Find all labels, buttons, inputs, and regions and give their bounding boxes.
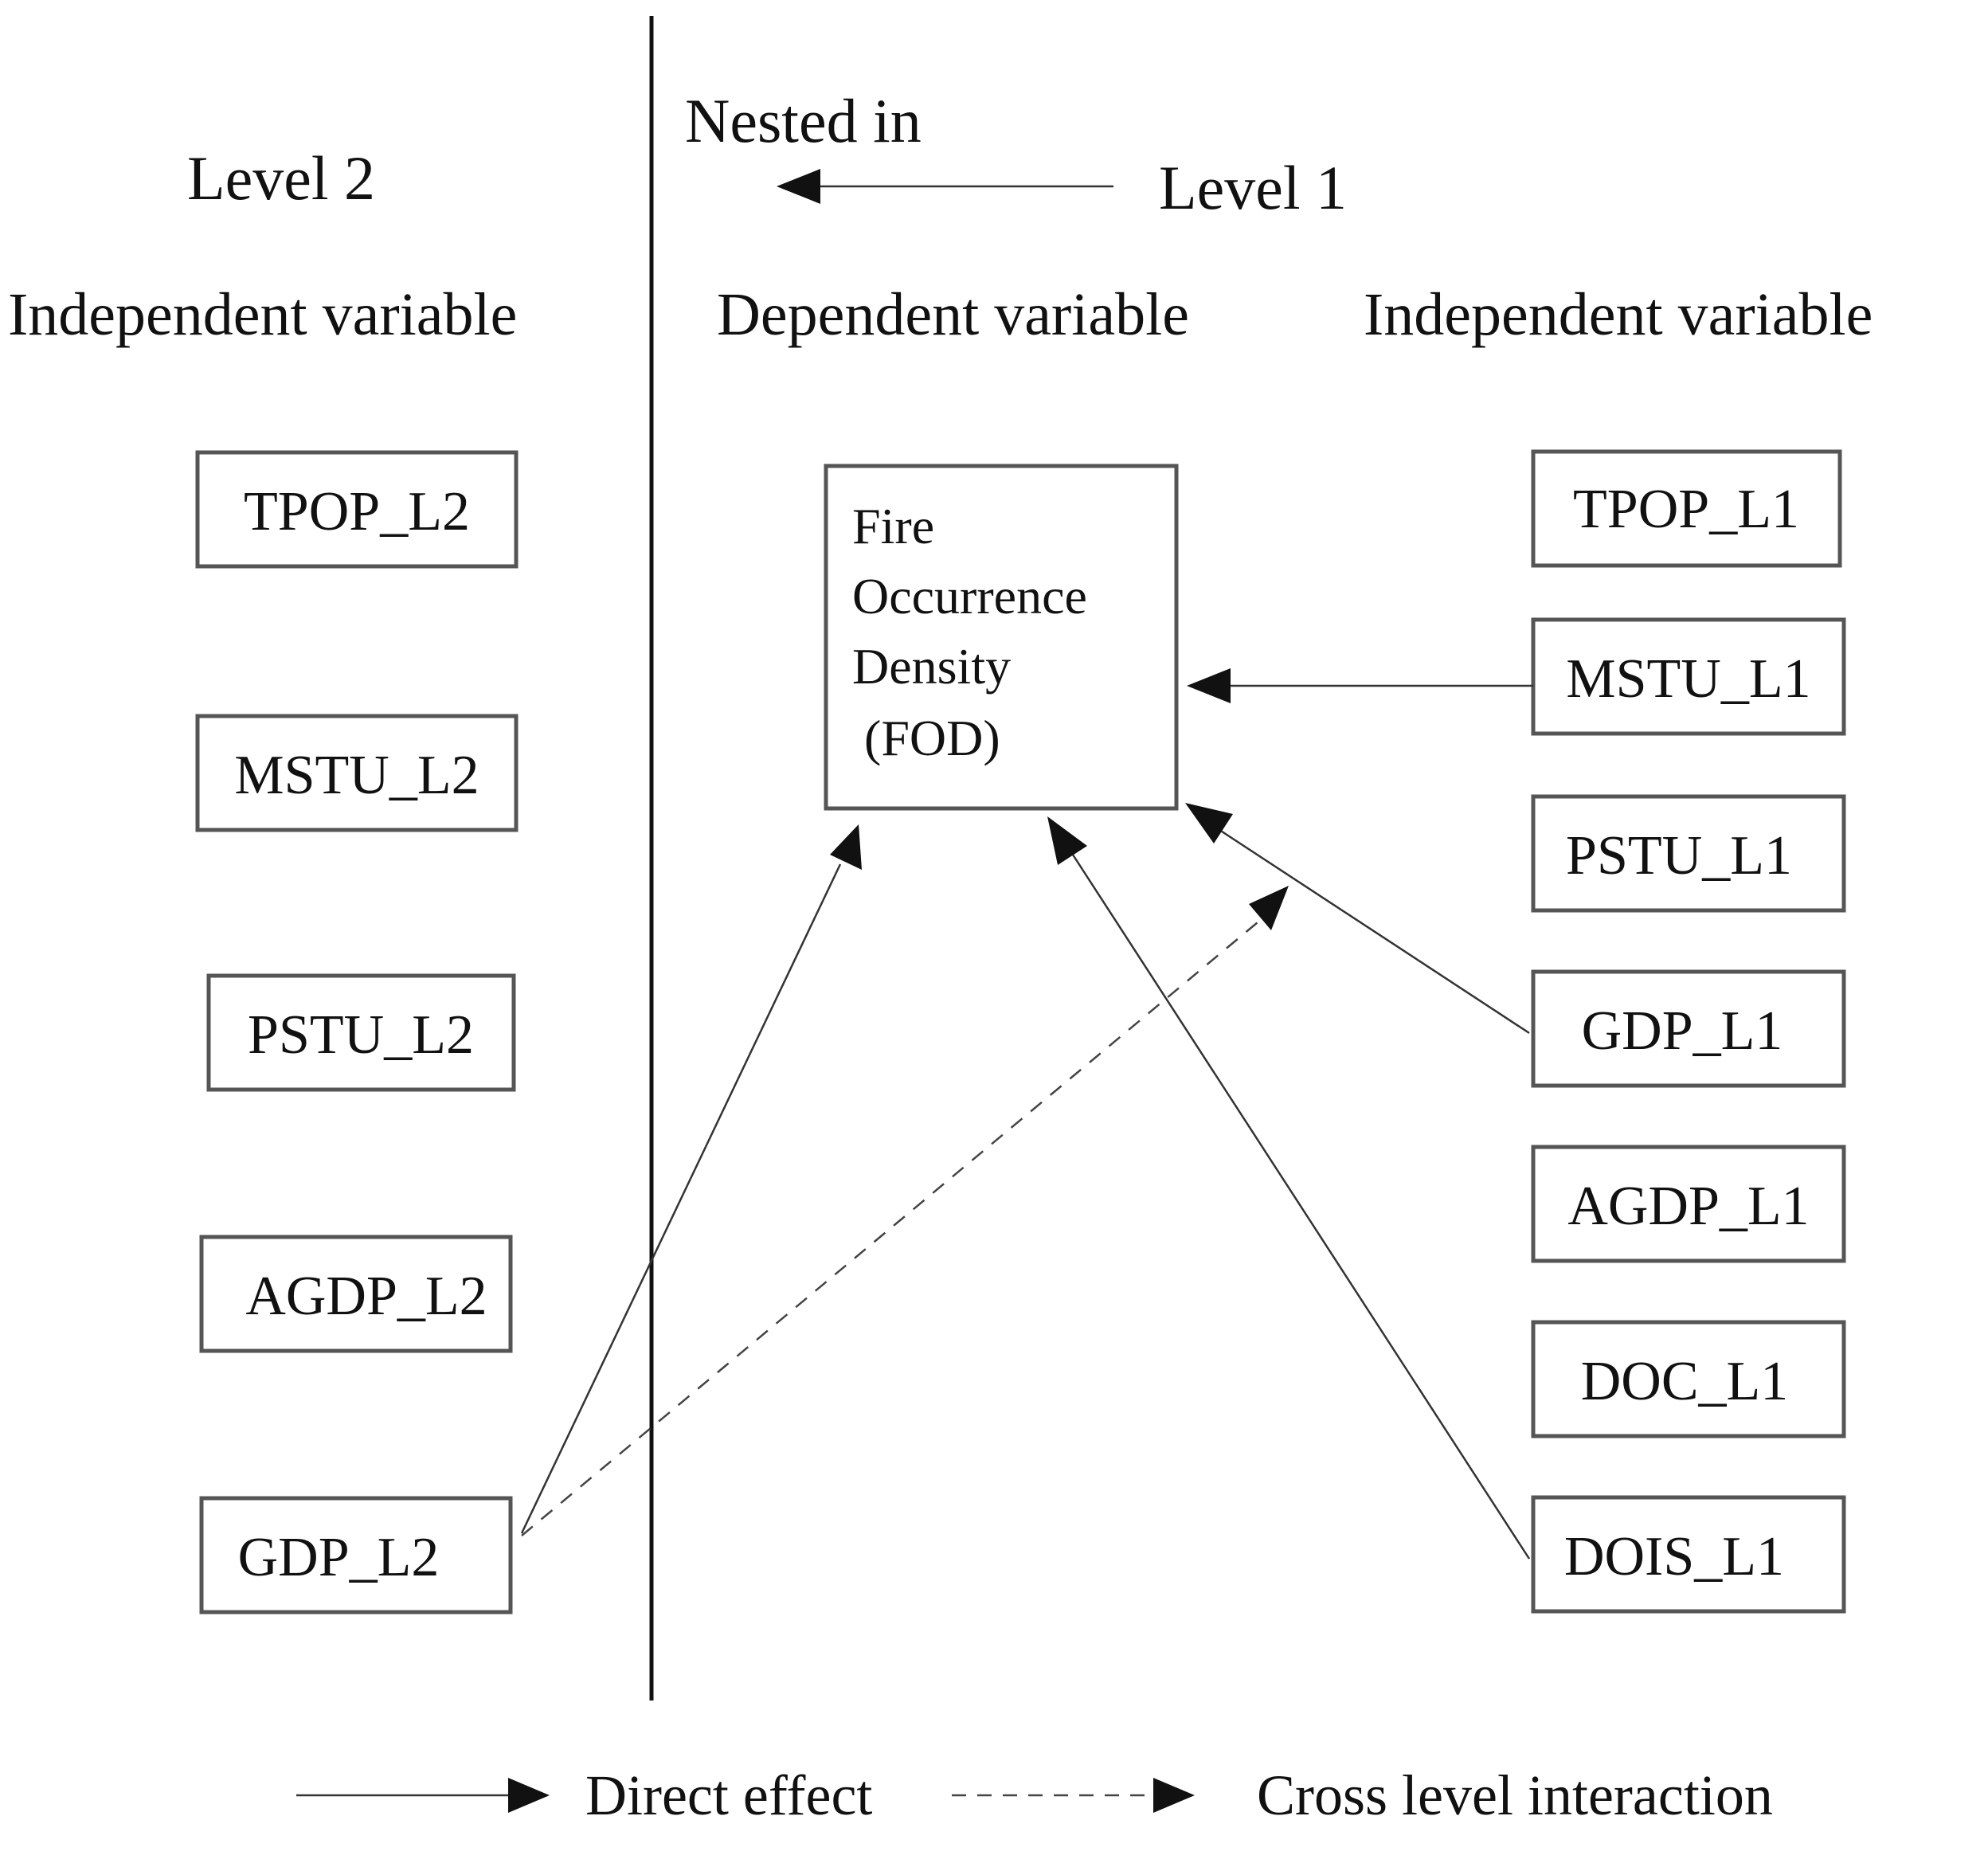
level1-var-box: PSTU_L1 (1531, 794, 1846, 913)
level2-var-label: TPOP_L2 (244, 481, 470, 542)
level2-var-label: MSTU_L2 (234, 745, 479, 806)
fod-line-2: Occurrence (852, 568, 1087, 624)
fod-line-3: Density (852, 638, 1011, 695)
dependent-var-box: Fire Occurrence Density (FOD) (824, 464, 1179, 811)
level1-var-label: DOC_L1 (1581, 1351, 1789, 1412)
gdp-l2-to-fod-arrow-line (520, 863, 842, 1534)
level1-var-box: GDP_L1 (1531, 969, 1846, 1088)
nested-in-arrowhead (777, 169, 820, 204)
legend-cross-arrowhead (1153, 1778, 1195, 1813)
gdp-l2-cross-level-arrow-line (521, 918, 1263, 1536)
legend-cross-label: Cross level interaction (1257, 1763, 1773, 1827)
level1-var-label: MSTU_L1 (1566, 648, 1810, 710)
level1-var-label: GDP_L1 (1582, 1000, 1783, 1062)
level1-var-label: TPOP_L1 (1573, 479, 1799, 540)
level1-var-label: DOIS_L1 (1564, 1526, 1784, 1587)
fod-line-1: Fire (852, 498, 934, 554)
mstu-l1-to-fod-arrowhead (1187, 668, 1231, 703)
level2-var-label: AGDP_L2 (245, 1266, 487, 1327)
legend-direct-arrowhead (508, 1778, 550, 1813)
left-column-heading: Independent variable (8, 281, 517, 348)
right-column-heading: Independent variable (1364, 281, 1873, 348)
level2-var-label: PSTU_L2 (248, 1004, 474, 1066)
nested-in-label: Nested in (685, 86, 922, 155)
level1-label: Level 1 (1159, 153, 1347, 222)
level2-var-box: PSTU_L2 (206, 973, 516, 1092)
level2-var-box: AGDP_L2 (199, 1235, 513, 1353)
level1-var-box: DOIS_L1 (1531, 1495, 1846, 1614)
gdp-l2-cross-level-arrowhead (1249, 886, 1289, 930)
level2-var-box: GDP_L2 (199, 1496, 513, 1614)
level2-var-label: GDP_L2 (238, 1527, 440, 1588)
level2-var-box: MSTU_L2 (195, 714, 519, 832)
gdp-l1-to-fod-arrow-line (1214, 825, 1530, 1035)
level1-var-box: DOC_L1 (1531, 1320, 1846, 1438)
gdp-l2-to-fod-arrowhead (830, 824, 862, 870)
legend-direct-label: Direct effect (585, 1763, 872, 1827)
level1-var-label: PSTU_L1 (1566, 825, 1792, 886)
level1-var-label: AGDP_L1 (1567, 1176, 1809, 1237)
gdp-l1-to-fod-arrowhead (1185, 803, 1233, 843)
center-column-heading: Dependent variable (717, 281, 1189, 348)
fod-line-4: (FOD) (864, 710, 1000, 766)
level2-label: Level 2 (187, 143, 375, 213)
dois-l1-to-fod-arrowhead (1047, 816, 1087, 865)
dois-l1-to-fod-arrow-line (1070, 851, 1531, 1560)
level2-var-box: TPOP_L2 (195, 450, 519, 569)
level1-var-box: MSTU_L1 (1531, 617, 1846, 736)
level1-var-box: AGDP_L1 (1531, 1145, 1846, 1263)
level1-var-box: TPOP_L1 (1531, 449, 1842, 568)
